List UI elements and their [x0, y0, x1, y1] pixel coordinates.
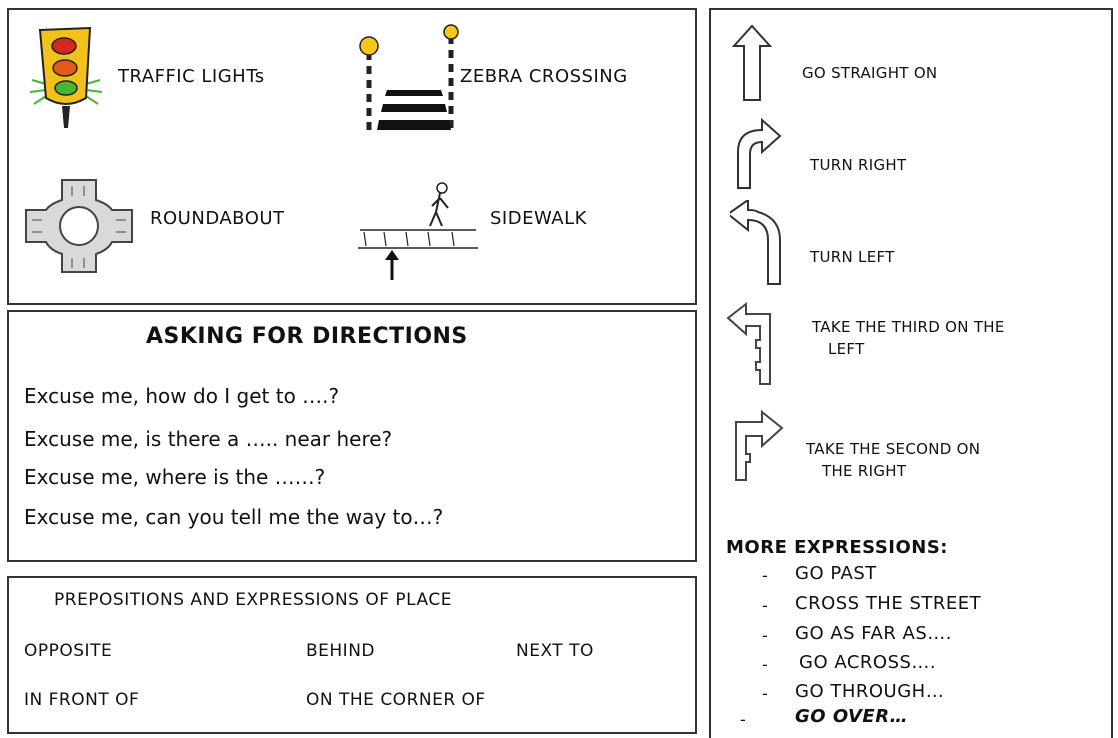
arrow-straight-icon	[731, 24, 773, 101]
more-expression-item: GO AS FAR AS….	[795, 623, 953, 644]
roundabout-label: ROUNDABOUT	[150, 208, 285, 229]
more-expression-item: GO THROUGH…	[795, 681, 945, 702]
list-bullet: -	[762, 655, 768, 674]
list-bullet: -	[762, 684, 768, 703]
sidewalk-icon	[358, 182, 478, 280]
prepositions-panel	[7, 576, 697, 734]
vocabulary-panel	[7, 8, 697, 305]
direction-third-left-line1: TAKE THE THIRD ON THE	[812, 318, 1005, 336]
directions-panel	[709, 8, 1113, 738]
more-expressions-title: MORE EXPRESSIONS:	[726, 537, 949, 558]
asking-title: ASKING FOR DIRECTIONS	[146, 324, 468, 349]
direction-third-left-label: TAKE THE THIRD ON THE LEFT	[812, 316, 1005, 360]
direction-third-left-line2: LEFT	[828, 340, 865, 358]
arrow-turn-left-icon	[730, 200, 781, 285]
asking-phrase: Excuse me, where is the ……?	[24, 465, 326, 489]
list-bullet: -	[762, 626, 768, 645]
traffic-light-icon	[29, 26, 103, 128]
preposition-item: IN FRONT OF	[24, 690, 140, 710]
zebra-crossing-label: ZEBRA CROSSING	[460, 66, 628, 87]
direction-right-label: TURN RIGHT	[810, 156, 907, 174]
arrow-third-left-icon	[726, 301, 771, 385]
asking-phrase: Excuse me, how do I get to ….?	[24, 384, 340, 408]
preposition-item: ON THE CORNER OF	[306, 690, 486, 710]
more-expression-item: GO PAST	[795, 563, 877, 584]
more-expression-item: GO ACROSS….	[799, 652, 937, 673]
asking-phrase: Excuse me, can you tell me the way to…?	[24, 505, 444, 529]
more-expression-item: GO OVER…	[795, 706, 909, 727]
zebra-crossing-icon	[359, 24, 459, 136]
direction-straight-label: GO STRAIGHT ON	[802, 64, 938, 82]
sidewalk-label: SIDEWALK	[490, 208, 587, 229]
direction-second-right-line1: TAKE THE SECOND ON	[806, 440, 981, 458]
direction-second-right-label: TAKE THE SECOND ON THE RIGHT	[806, 438, 980, 482]
traffic-lights-label: TRAFFIC LIGHTs	[118, 66, 265, 87]
asking-phrase: Excuse me, is there a ….. near here?	[24, 427, 393, 451]
roundabout-icon	[25, 179, 133, 273]
preposition-item: NEXT TO	[516, 641, 594, 661]
list-bullet: -	[740, 710, 746, 729]
arrow-turn-right-icon	[737, 118, 782, 189]
direction-left-label: TURN LEFT	[810, 248, 895, 266]
direction-second-right-line2: THE RIGHT	[822, 462, 907, 480]
arrow-second-right-icon	[735, 409, 784, 481]
list-bullet: -	[762, 596, 768, 615]
prepositions-title: PREPOSITIONS AND EXPRESSIONS OF PLACE	[54, 590, 452, 610]
more-expression-item: CROSS THE STREET	[795, 593, 982, 614]
list-bullet: -	[762, 566, 768, 585]
preposition-item: BEHIND	[306, 641, 376, 661]
preposition-item: OPPOSITE	[24, 641, 113, 661]
asking-panel	[7, 310, 697, 562]
